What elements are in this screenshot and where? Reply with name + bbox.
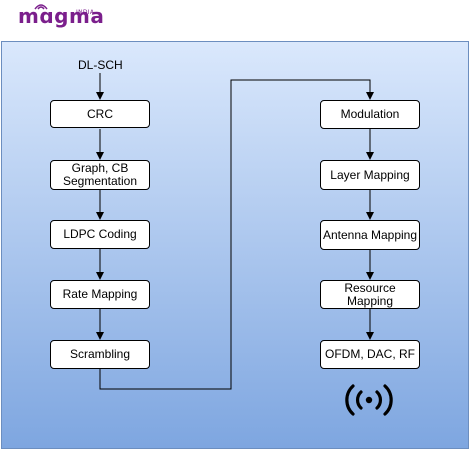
block-modulation[interactable]: Modulation (320, 100, 420, 129)
block-ldpc-coding[interactable]: LDPC Coding (50, 220, 150, 249)
input-label-dl-sch: DL-SCH (78, 58, 123, 72)
block-rate-mapping[interactable]: Rate Mapping (50, 280, 150, 309)
block-ofdm-dac-rf[interactable]: OFDM, DAC, RF (320, 340, 420, 369)
logo-tagline: INDIA (76, 9, 95, 16)
logo-signal-arc (34, 4, 48, 10)
block-layer-mapping[interactable]: Layer Mapping (320, 160, 420, 190)
block-resource-mapping[interactable]: Resource Mapping (320, 280, 420, 309)
wireless-signal-icon (345, 384, 393, 416)
arrow-scrambling-to-modulation (99, 79, 374, 390)
block-crc[interactable]: CRC (50, 100, 150, 128)
block-scrambling[interactable]: Scrambling (50, 340, 150, 369)
block-segmentation[interactable]: Graph, CB Segmentation (50, 160, 150, 190)
logo-wordmark: mɑgma (18, 4, 105, 28)
block-antenna-mapping[interactable]: Antenna Mapping (320, 220, 420, 250)
magma-logo: mɑgma INDIA (0, 0, 140, 38)
